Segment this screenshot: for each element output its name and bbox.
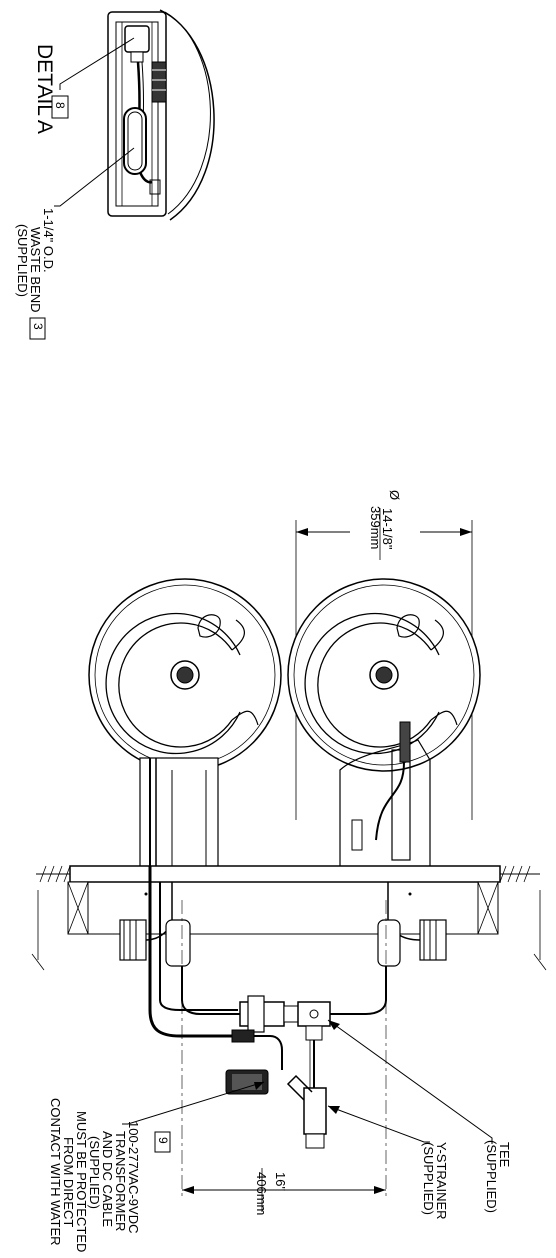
detail-a-drawing (54, 9, 215, 221)
waste-bend-line2: WASTE BEND (28, 227, 43, 312)
transformer-line-4: (SUPPLIED) (87, 1136, 102, 1209)
tee-supplied: (SUPPLIED) (484, 1140, 499, 1213)
left-basin (88, 578, 282, 772)
tag-3-box (29, 317, 46, 340)
wall-section (31, 865, 547, 971)
basin-supports (139, 721, 431, 869)
tag-9-box (154, 1131, 171, 1153)
transformer-line-3: AND DC CABLE (100, 1131, 115, 1227)
transformer-line-7: CONTACT WITH WATER (48, 1098, 63, 1246)
transformer-line-6: FROM DIRECT (61, 1137, 76, 1227)
y-strainer-label: Y-STRAINER (434, 1142, 449, 1220)
tee-label: TEE (497, 1142, 512, 1168)
tag-8: 8 (53, 102, 67, 109)
transformer-line-5: MUST BE PROTECTED (74, 1111, 89, 1252)
diameter-imperial: 14-1/8" (380, 508, 395, 550)
diameter-symbol: Ø (387, 490, 402, 500)
plumbing-lines (119, 866, 447, 1200)
waste-bend-line3: (SUPPLIED) (15, 224, 30, 297)
tag-9: 9 (156, 1137, 170, 1144)
callout-leaders (122, 1019, 493, 1144)
transformer-line-2: TRANSFORMER (113, 1131, 128, 1231)
transformer-line-1: 100-277VAC-9VDC (126, 1121, 141, 1233)
spacing-imperial: 16" (273, 1172, 288, 1191)
y-strainer-supplied: (SUPPLIED) (421, 1142, 436, 1215)
tag-8-box (51, 95, 69, 119)
tag-3: 3 (31, 323, 45, 330)
waste-bend-line1: 1-1/4" O.D. (41, 208, 56, 273)
spacing-dimension (182, 1168, 386, 1212)
detail-title: DETAIL A (33, 44, 56, 134)
diameter-metric: 359mm (368, 506, 383, 549)
spacing-metric: 406mm (254, 1172, 269, 1215)
right-basin (287, 578, 481, 772)
